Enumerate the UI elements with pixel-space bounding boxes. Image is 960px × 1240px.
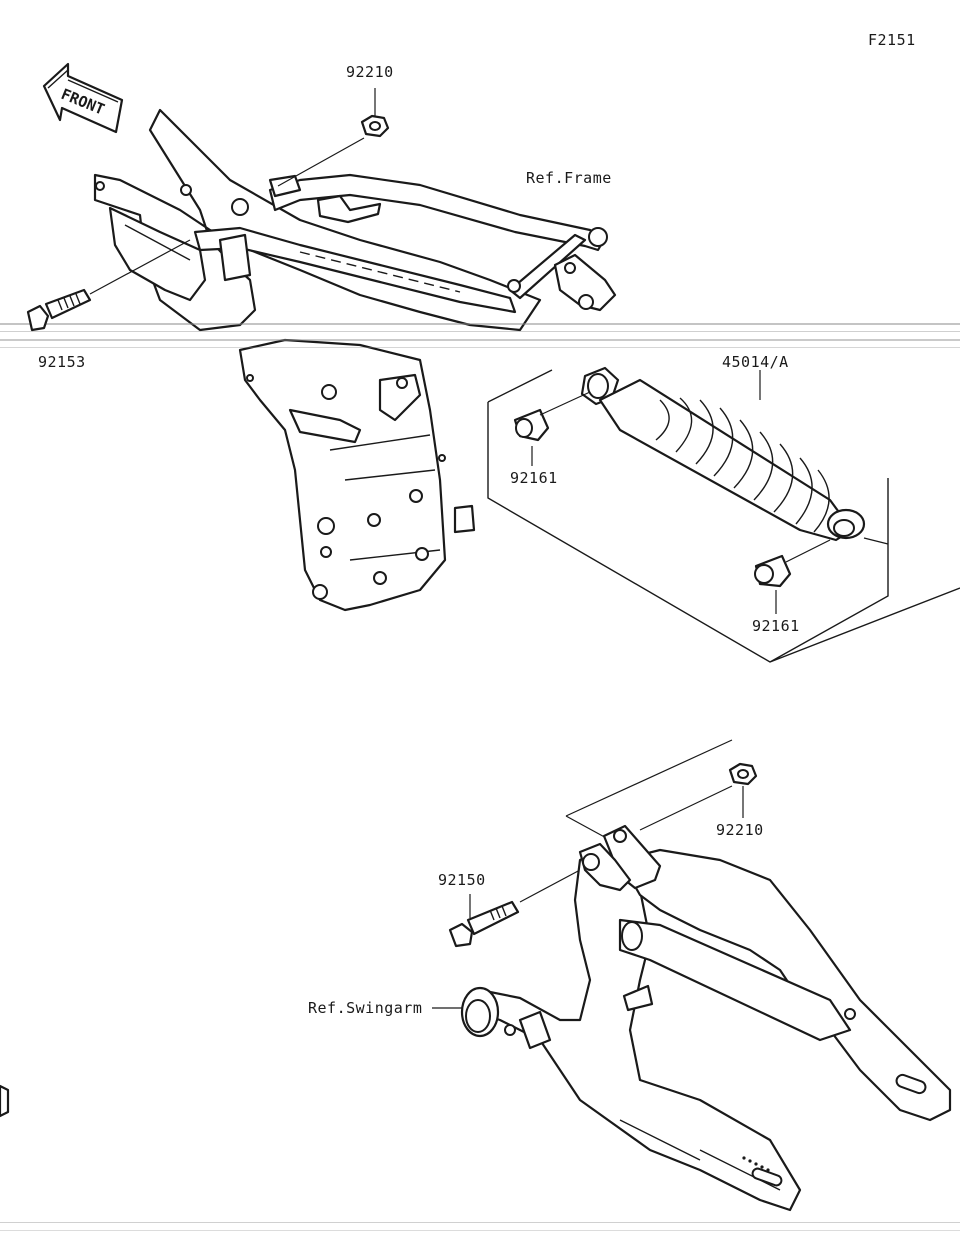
bolt-92150 xyxy=(448,869,581,948)
nut-92210-top xyxy=(277,88,390,187)
part-number-92150: 92150 xyxy=(438,871,486,889)
part-number-92153: 92153 xyxy=(38,353,86,371)
bolt-92153 xyxy=(26,239,191,332)
swingarm-drawing xyxy=(432,824,952,1212)
part-number-92210-top: 92210 xyxy=(346,63,394,81)
shock-absorber-45014 xyxy=(487,366,960,663)
left-edge-artifact xyxy=(0,1084,10,1118)
part-number-92161-lower: 92161 xyxy=(752,617,800,635)
part-number-92210-bottom: 92210 xyxy=(716,821,764,839)
part-number-45014a: 45014/A xyxy=(722,353,789,371)
ref-swingarm-label: Ref.Swingarm xyxy=(308,999,423,1017)
swingarm-adjuster-marks xyxy=(742,1156,770,1172)
front-arrow-icon: FRONT xyxy=(42,62,124,134)
frame-drawing xyxy=(93,108,617,612)
ref-frame-label: Ref.Frame xyxy=(526,169,612,187)
collar-92161-lower xyxy=(754,539,831,614)
figure-code: F2151 xyxy=(868,31,916,49)
collar-92161-upper xyxy=(513,391,591,466)
part-number-92161-upper: 92161 xyxy=(510,469,558,487)
nut-92210-bottom xyxy=(565,739,758,841)
scan-artifact-band xyxy=(0,323,960,1231)
